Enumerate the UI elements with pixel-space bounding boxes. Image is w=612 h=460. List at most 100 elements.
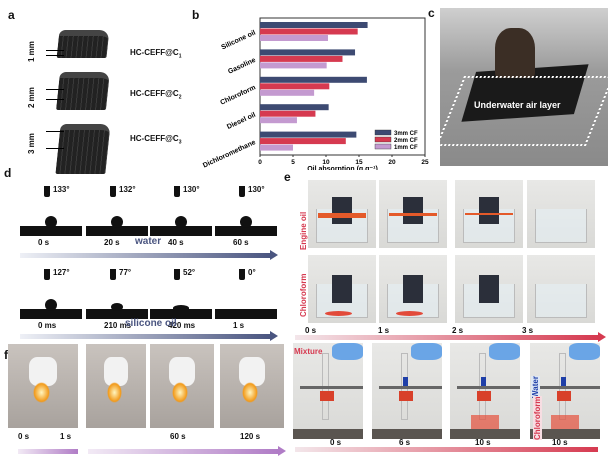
fiber-surface	[215, 309, 277, 319]
bar-1mm-cf	[260, 89, 315, 96]
bar-2mm-cf	[260, 83, 330, 90]
arrow-head-icon	[278, 446, 286, 456]
category-label: Diesel oil	[226, 112, 257, 131]
oil-layer	[317, 212, 367, 218]
chloroform-label: Chloroform	[533, 396, 542, 440]
foam-sample	[331, 275, 353, 303]
foam-sample	[478, 197, 500, 225]
bar-1mm-cf	[260, 144, 293, 151]
time-label: 10 s	[552, 438, 568, 447]
water-label: Water	[531, 376, 540, 398]
beaker-photo	[308, 255, 376, 323]
dimension-marker	[46, 89, 64, 100]
silicone-oil-label: silicone oil	[125, 318, 177, 329]
foam-sample	[29, 356, 57, 386]
panel-label-e: e	[284, 170, 291, 184]
droplet	[240, 216, 252, 228]
droplet	[45, 299, 57, 311]
timeline-arrow	[295, 335, 598, 340]
x-tick-label: 25	[421, 159, 429, 166]
glove	[410, 343, 442, 361]
time-label: 420 ms	[168, 321, 196, 330]
oil-layer	[388, 212, 438, 216]
sample-label: HC-CEFF@C	[130, 89, 179, 98]
bar-2mm-cf	[260, 110, 316, 117]
bar-1mm-cf	[260, 117, 297, 124]
contact-angle-frame: 77°210 ms	[86, 266, 148, 331]
time-label: 20 s	[104, 238, 120, 247]
foam-sample	[104, 356, 128, 386]
base-plate	[372, 429, 442, 439]
bar-2mm-cf	[260, 138, 346, 145]
chloroform-collected	[471, 415, 499, 430]
beaker-photo	[308, 180, 376, 248]
bar-3mm-cf	[260, 104, 329, 111]
chloroform-drop	[396, 311, 424, 317]
legend-swatch	[374, 129, 392, 136]
burning-test-photo	[220, 344, 284, 428]
mixture-label: Mixture	[294, 347, 323, 356]
chloroform-drop	[325, 311, 353, 317]
water-phase	[480, 376, 487, 387]
engine-oil-label: Engine oil	[299, 211, 308, 250]
x-tick-label: 20	[388, 159, 396, 166]
x-tick-label: 0	[258, 159, 262, 166]
chloroform-row-label: Chloroform	[299, 273, 308, 317]
oil-layer	[464, 212, 514, 215]
fiber-surface	[150, 226, 212, 236]
clamp	[319, 391, 334, 401]
time-label: 3 s	[522, 326, 534, 335]
legend-swatch	[374, 136, 392, 143]
foam-sample	[478, 275, 500, 303]
beaker-photo	[379, 255, 447, 323]
bar-1mm-cf	[260, 62, 327, 69]
legend-label: 3mm CF	[394, 131, 418, 137]
fiber-surface	[86, 309, 148, 319]
timeline-arrow	[88, 449, 278, 454]
legend-label: 2mm CF	[394, 138, 418, 144]
contact-angle-value: 0°	[248, 268, 256, 277]
needle-icon	[44, 186, 50, 197]
sample-subscript: 3	[178, 139, 182, 146]
beaker-photo	[527, 255, 595, 323]
contact-angle-frame: 132°20 s	[86, 183, 148, 248]
contact-angle-frame: 130°60 s	[215, 183, 277, 248]
panel-label-d: d	[4, 166, 12, 180]
time-label: 1 s	[60, 432, 72, 441]
needle-icon	[239, 269, 245, 280]
droplet	[173, 305, 189, 311]
time-label: 6 s	[399, 438, 411, 447]
fiber-surface	[20, 309, 82, 319]
fiber-surface	[86, 226, 148, 236]
flame-icon	[242, 381, 259, 403]
contact-angle-value: 52°	[183, 268, 196, 277]
timeline-arrow	[295, 447, 598, 452]
separation-photo	[293, 343, 363, 439]
time-label: 0 ms	[38, 321, 57, 330]
glove	[568, 343, 600, 361]
x-tick-label: 5	[291, 159, 295, 166]
foam-sample	[169, 356, 195, 386]
contact-angle-value: 130°	[183, 185, 200, 194]
droplet	[45, 216, 57, 228]
fiber-surface	[20, 226, 82, 236]
beaker-photo	[455, 180, 523, 248]
clamp	[556, 391, 571, 401]
contact-angle-frame: 0°1 s	[215, 266, 277, 331]
category-label: Chloroform	[219, 84, 256, 106]
thickness-label: 2 mm	[27, 87, 36, 108]
panel-label-a: a	[8, 8, 15, 22]
stand-rod	[537, 386, 600, 390]
tweezers	[495, 28, 535, 78]
flame-icon	[107, 381, 122, 403]
time-label: 60 s	[170, 432, 186, 441]
time-label: 120 s	[240, 432, 261, 441]
stand-rod	[379, 386, 442, 390]
category-label: Gasoline	[227, 57, 257, 76]
sample-label: HC-CEFF@C	[130, 134, 179, 143]
timeline-arrow	[20, 334, 270, 339]
bar-1mm-cf	[260, 35, 328, 41]
foam-sample	[402, 197, 424, 225]
dimension-marker	[46, 131, 64, 149]
base-plate	[530, 429, 600, 439]
